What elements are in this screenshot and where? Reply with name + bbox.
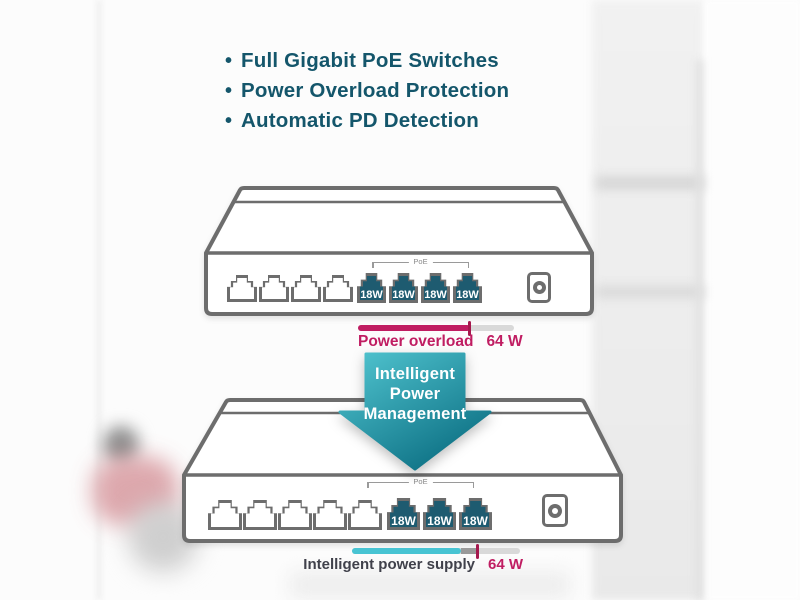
arrow-caption-line: Power	[389, 385, 441, 403]
poe-port-face	[392, 276, 415, 300]
poe-port-wattage: 18W	[427, 514, 452, 528]
rj45-port-group	[227, 275, 353, 302]
bullet-label: Power Overload Protection	[241, 79, 510, 102]
poe-group-label: PoE	[408, 257, 433, 266]
bullet-label: Full Gigabit PoE Switches	[241, 49, 499, 72]
budget-limit-marker	[467, 320, 471, 336]
rj45-port	[227, 275, 257, 302]
bullet-dot-icon: •	[225, 110, 233, 132]
down-arrow-icon	[338, 352, 492, 471]
dc-power-pin	[548, 503, 562, 518]
poe-group-label: PoE	[408, 477, 433, 486]
poe-port: 18W	[357, 273, 386, 303]
background-wall-edge	[97, 0, 101, 600]
rj45-port-group	[208, 500, 382, 530]
gauge-label: Intelligent power supply	[303, 556, 475, 573]
arrow-caption-line: Management	[363, 405, 467, 423]
intelligent-supply-caption: Intelligent power supply 64 W	[303, 556, 523, 573]
rj45-port-face	[351, 503, 379, 527]
rj45-port	[208, 500, 242, 530]
dc-power-pin	[532, 281, 546, 294]
rj45-port-face	[262, 278, 286, 299]
poe-port-wattage: 18W	[391, 514, 416, 528]
feature-bullet-list: • Full Gigabit PoE Switches • Power Over…	[225, 46, 509, 136]
gauge-value: 64 W	[486, 333, 523, 350]
background-window-mullion	[696, 60, 703, 600]
reserve-segment	[461, 548, 478, 554]
poe-port: 18W	[453, 273, 482, 303]
poe-port: 18W	[459, 498, 492, 530]
poe-port-wattage: 18W	[392, 289, 415, 301]
rj45-port	[243, 500, 277, 530]
poe-port-wattage: 18W	[456, 289, 479, 301]
poe-port-group: 18W 18W 18W 18W	[357, 273, 482, 303]
poe-port: 18W	[421, 273, 450, 303]
poe-port-group: 18W 18W 18W	[387, 498, 492, 530]
bullet-item: • Full Gigabit PoE Switches	[225, 46, 509, 76]
power-overload-fill	[358, 325, 471, 331]
bullet-label: Automatic PD Detection	[241, 109, 479, 132]
poe-port: 18W	[387, 498, 420, 530]
rj45-port-face	[246, 503, 274, 527]
dc-power-jack	[542, 494, 568, 527]
bullet-item: • Power Overload Protection	[225, 76, 509, 106]
bullet-dot-icon: •	[225, 50, 233, 72]
poe-port: 18W	[423, 498, 456, 530]
background-window-light	[704, 0, 800, 600]
rj45-port-face	[294, 278, 318, 299]
arrow-caption: Intelligent Power Management	[335, 364, 495, 424]
gauge-label: Power overload	[358, 333, 474, 350]
background-window-frame-bar	[596, 286, 704, 298]
rj45-port	[348, 500, 382, 530]
rj45-port-face	[281, 503, 309, 527]
poe-group-bracket: PoE	[372, 257, 469, 269]
rj45-port-face	[326, 278, 350, 299]
power-budget-track	[358, 320, 514, 336]
intelligent-power-management-arrow: Intelligent Power Management	[335, 352, 495, 472]
rj45-port-face	[316, 503, 344, 527]
poe-port-wattage: 18W	[360, 289, 383, 301]
rj45-port-face	[211, 503, 239, 527]
arrow-caption-line: Intelligent	[374, 365, 456, 383]
power-overload-caption: Power overload 64 W	[358, 333, 523, 351]
intelligent-supply-fill	[352, 548, 462, 554]
poe-port-wattage: 18W	[463, 514, 488, 528]
bullet-item: • Automatic PD Detection	[225, 106, 509, 136]
rj45-port	[323, 275, 353, 302]
poe-group-bracket: PoE	[367, 477, 474, 489]
rj45-port	[278, 500, 312, 530]
poe-port-face	[424, 276, 447, 300]
rj45-port	[259, 275, 289, 302]
rj45-port	[291, 275, 321, 302]
background-window-frame-bar	[596, 176, 704, 190]
rj45-port	[313, 500, 347, 530]
power-budget-track	[352, 543, 520, 559]
poe-port: 18W	[389, 273, 418, 303]
poe-port-face	[360, 276, 383, 300]
bullet-dot-icon: •	[225, 80, 233, 102]
poe-port-face	[456, 276, 479, 300]
poe-port-wattage: 18W	[424, 289, 447, 301]
gauge-value: 64 W	[487, 556, 523, 573]
budget-limit-marker	[475, 543, 479, 559]
dc-power-jack	[527, 272, 551, 303]
rj45-port-face	[230, 278, 254, 299]
background-floor-blur	[290, 572, 570, 598]
